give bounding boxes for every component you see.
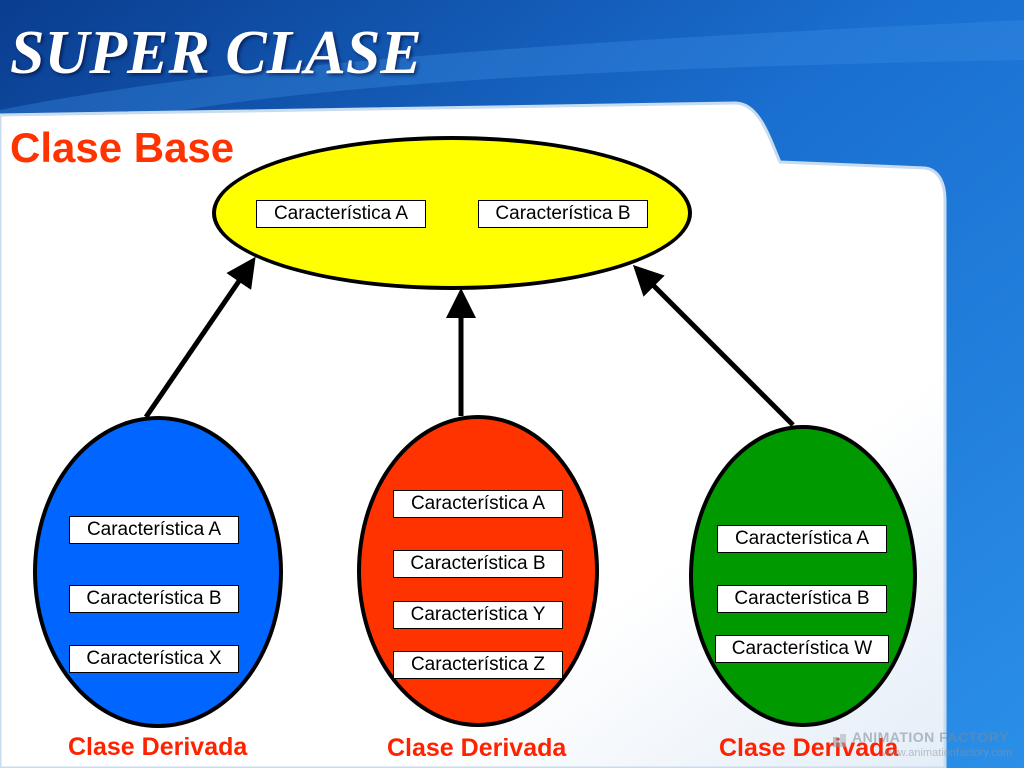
base-feature-b: Característica B [478,200,648,228]
derived-red-feature-a: Característica A [393,490,563,518]
slide-title: SUPER CLASE [10,19,422,87]
derived-blue-caption: Clase Derivada [68,733,248,761]
derived-green-caption: Clase Derivada [719,734,899,762]
derived-blue-feature-b: Característica B [69,585,239,613]
derived-red-feature-y: Característica Y [393,601,563,629]
derived-green-feature-a: Característica A [717,525,887,553]
derived-class-ellipse-green [689,425,917,727]
animation-factory-watermark: ANIMATION FACTORY www.animationfactory.c… [830,727,1020,767]
derived-red-feature-b: Característica B [393,550,563,578]
derived-blue-feature-x: Característica X [69,645,239,673]
derived-green-feature-b: Característica B [717,585,887,613]
watermark-title: ANIMATION FACTORY [852,729,1009,745]
derived-blue-feature-a: Característica A [69,516,239,544]
derived-green-feature-w: Característica W [715,635,889,663]
derived-class-ellipse-blue [33,416,283,728]
derived-red-caption: Clase Derivada [387,734,567,762]
arrow-left-to-base [143,256,256,419]
base-feature-a: Característica A [256,200,426,228]
arrow-right-to-base [632,264,795,427]
animation-factory-logo-icon [833,734,846,747]
watermark-url: www.animationfactory.com [882,747,1013,759]
base-class-heading: Clase Base [10,124,235,171]
derived-red-feature-z: Característica Z [393,651,563,679]
